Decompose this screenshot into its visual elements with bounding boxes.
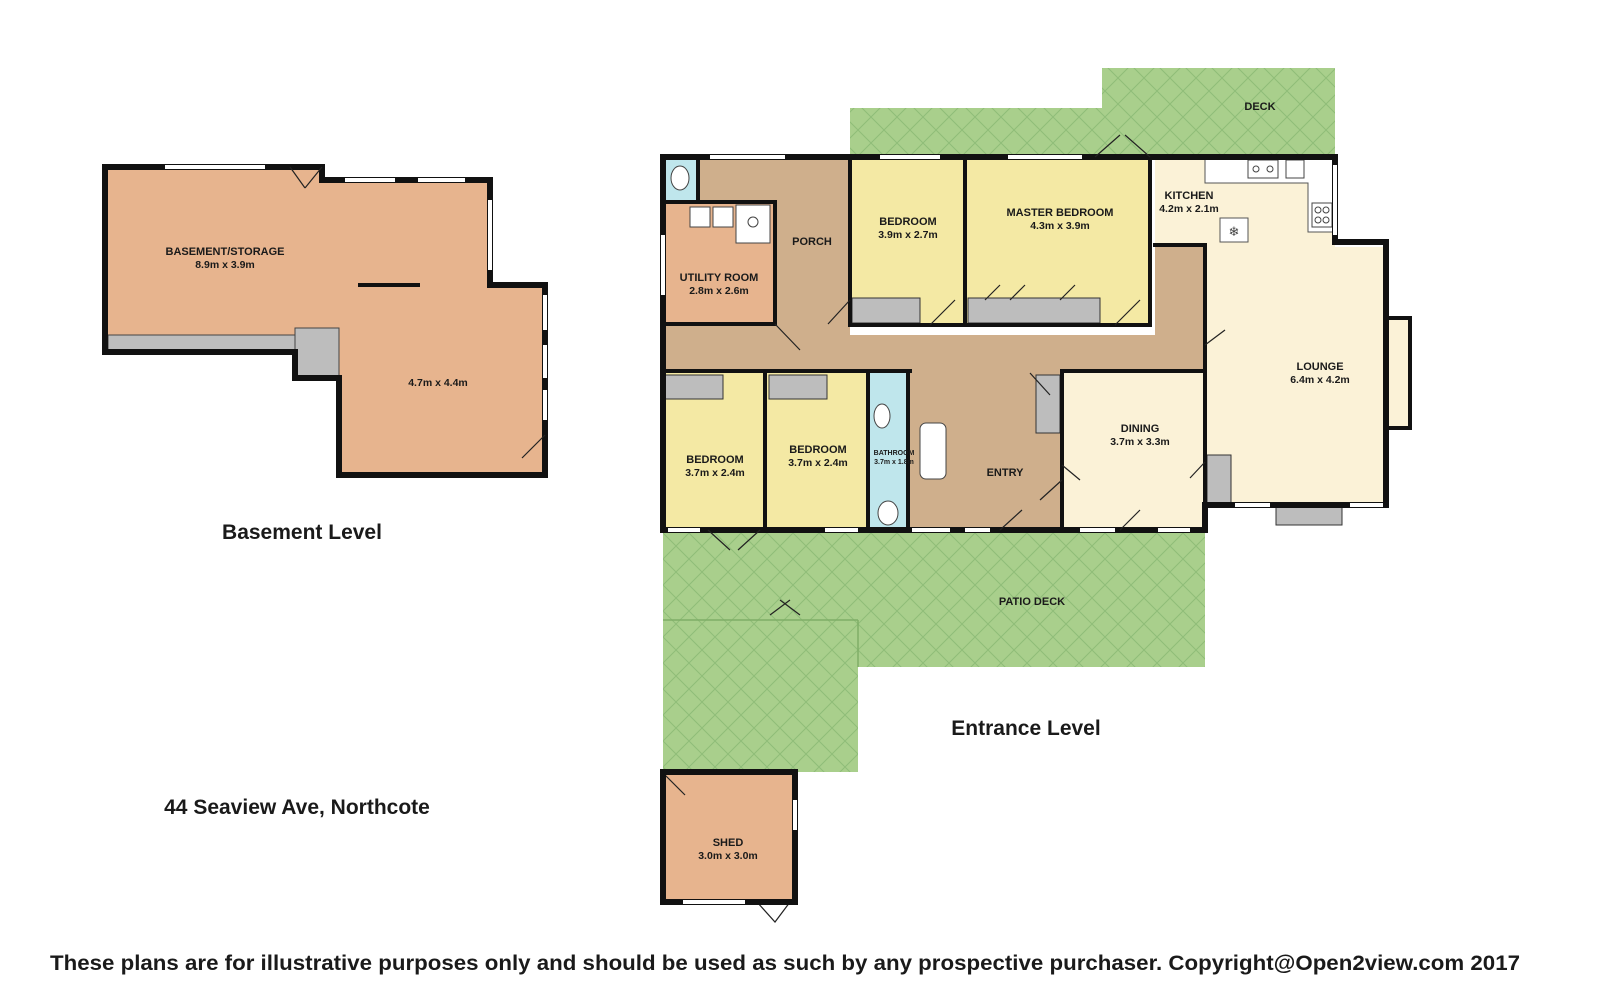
bedroom-left-name: BEDROOM	[686, 454, 743, 466]
door	[999, 479, 1063, 531]
shed	[663, 772, 795, 902]
wardrobe	[967, 297, 1101, 324]
lounge-name: LOUNGE	[1296, 361, 1343, 373]
tub-icon	[712, 206, 734, 228]
shed-size: 3.0m x 3.0m	[698, 850, 758, 862]
door	[1204, 329, 1226, 346]
door	[774, 299, 851, 351]
basement-level: BASEMENT/STORAGE 8.9m x 3.9m 4.7m x 4.4m…	[102, 164, 548, 544]
bathroom-size: 3.7m x 1.8m	[874, 459, 914, 466]
door	[1061, 464, 1141, 531]
wardrobe	[768, 374, 828, 400]
cooktop-icon	[1311, 202, 1333, 228]
burner-icon	[1314, 216, 1322, 224]
entrance-level-title: Entrance Level	[951, 717, 1100, 740]
door	[1094, 134, 1151, 158]
burner-icon	[1322, 216, 1330, 224]
lounge-size: 6.4m x 4.2m	[1290, 374, 1350, 386]
basement-storage-size: 8.9m x 3.9m	[195, 259, 255, 271]
basement-walls	[102, 164, 548, 478]
door	[984, 284, 1076, 301]
disclaimer-footer: These plans are for illustrative purpose…	[50, 952, 1520, 975]
patio-deck-label: PATIO DECK	[999, 596, 1065, 608]
porch-label: PORCH	[792, 236, 832, 248]
bedroom-top	[850, 157, 965, 325]
door	[756, 901, 791, 923]
basin-icon	[873, 403, 891, 429]
patio-deck	[663, 533, 1205, 772]
entry-label: ENTRY	[987, 467, 1025, 479]
utility-room-size: 2.8m x 2.6m	[689, 285, 749, 297]
doors	[664, 134, 1226, 923]
windows	[661, 155, 1383, 532]
basement-door	[521, 434, 546, 459]
burner-icon	[1314, 206, 1322, 214]
basement-ledge	[107, 334, 299, 352]
bath-icon	[919, 422, 947, 480]
basement-room-size: 4.7m x 4.4m	[408, 377, 468, 389]
toilet-icon	[670, 165, 690, 191]
dining-size: 3.7m x 3.3m	[1110, 436, 1170, 448]
master-bedroom	[965, 157, 1148, 325]
lounge-cupboard	[1206, 454, 1232, 504]
bedroom-top-name: BEDROOM	[879, 216, 936, 228]
kitchen-island	[1219, 217, 1249, 243]
shed-walls	[660, 769, 798, 905]
kitchen-name: KITCHEN	[1165, 190, 1214, 202]
dining-name: DINING	[1121, 423, 1160, 435]
shower-icon	[735, 204, 771, 244]
door	[929, 299, 1141, 326]
door	[664, 774, 686, 796]
kitchen-size: 4.2m x 2.1m	[1159, 203, 1219, 215]
sink-bowl-icon	[1266, 165, 1274, 173]
dining	[1062, 373, 1205, 530]
bathroom-name: BATHROOM	[874, 450, 915, 457]
basement-stair-block	[294, 327, 340, 379]
basement-floor	[105, 167, 545, 475]
basement-storage-name: BASEMENT/STORAGE	[166, 246, 285, 258]
door	[1029, 372, 1051, 396]
shed-name: SHED	[713, 837, 744, 849]
bedroom-mid-name: BEDROOM	[789, 444, 846, 456]
entrance-level: ❄	[660, 68, 1412, 923]
tub-icon	[689, 206, 711, 228]
wardrobe	[851, 297, 921, 324]
lounge	[1205, 247, 1410, 505]
door	[769, 599, 801, 616]
master-bedroom-size: 4.3m x 3.9m	[1030, 220, 1090, 232]
property-address: 44 Seaview Ave, Northcote	[164, 796, 430, 819]
sink-bowl-icon	[1252, 165, 1260, 173]
bedroom-left-size: 3.7m x 2.4m	[685, 467, 745, 479]
door	[1189, 461, 1206, 479]
master-bedroom-name: MASTER BEDROOM	[1007, 207, 1114, 219]
wardrobe	[664, 374, 724, 400]
basement-level-title: Basement Level	[222, 521, 382, 544]
bedroom-top-size: 3.9m x 2.7m	[878, 229, 938, 241]
fridge-icon: ❄	[1229, 224, 1240, 239]
top-deck	[850, 68, 1335, 155]
door	[707, 529, 761, 551]
deck-label: DECK	[1244, 101, 1275, 113]
porch-hall-floor	[663, 157, 1205, 530]
interior-walls	[661, 155, 1412, 532]
bedroom-mid-size: 3.7m x 2.4m	[788, 457, 848, 469]
shower-drain-icon	[747, 216, 759, 228]
utility-room-name: UTILITY ROOM	[680, 272, 759, 284]
burner-icon	[1322, 206, 1330, 214]
basement-door	[289, 166, 323, 189]
toilet-icon	[877, 500, 899, 526]
